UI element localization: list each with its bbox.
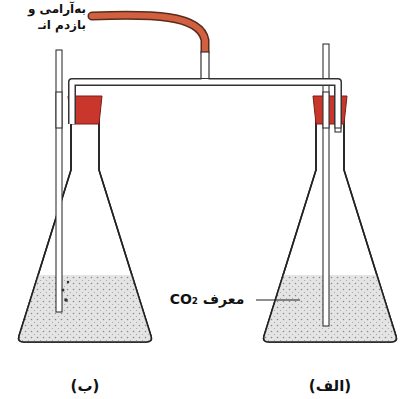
reagent-label: معرف CO₂: [160, 290, 254, 308]
glass-tube: [72, 82, 338, 124]
rubber-tube: [92, 15, 205, 52]
flask-node: (الف): [253, 124, 407, 397]
glass-stub: [201, 52, 209, 82]
flask-node: (ب): [8, 124, 162, 397]
glass-tube-bore: [72, 82, 338, 124]
rubber-tube-outline: [92, 15, 205, 52]
instruction-note: به‌آرامی و بازدم انـ: [4, 2, 86, 33]
flask-alef: [264, 44, 397, 342]
flask-label: (ب): [8, 377, 162, 395]
leader-line: [256, 299, 300, 300]
tube-junction: [202, 79, 209, 83]
flask-b: [19, 50, 152, 342]
flask-label: (الف): [253, 377, 407, 395]
